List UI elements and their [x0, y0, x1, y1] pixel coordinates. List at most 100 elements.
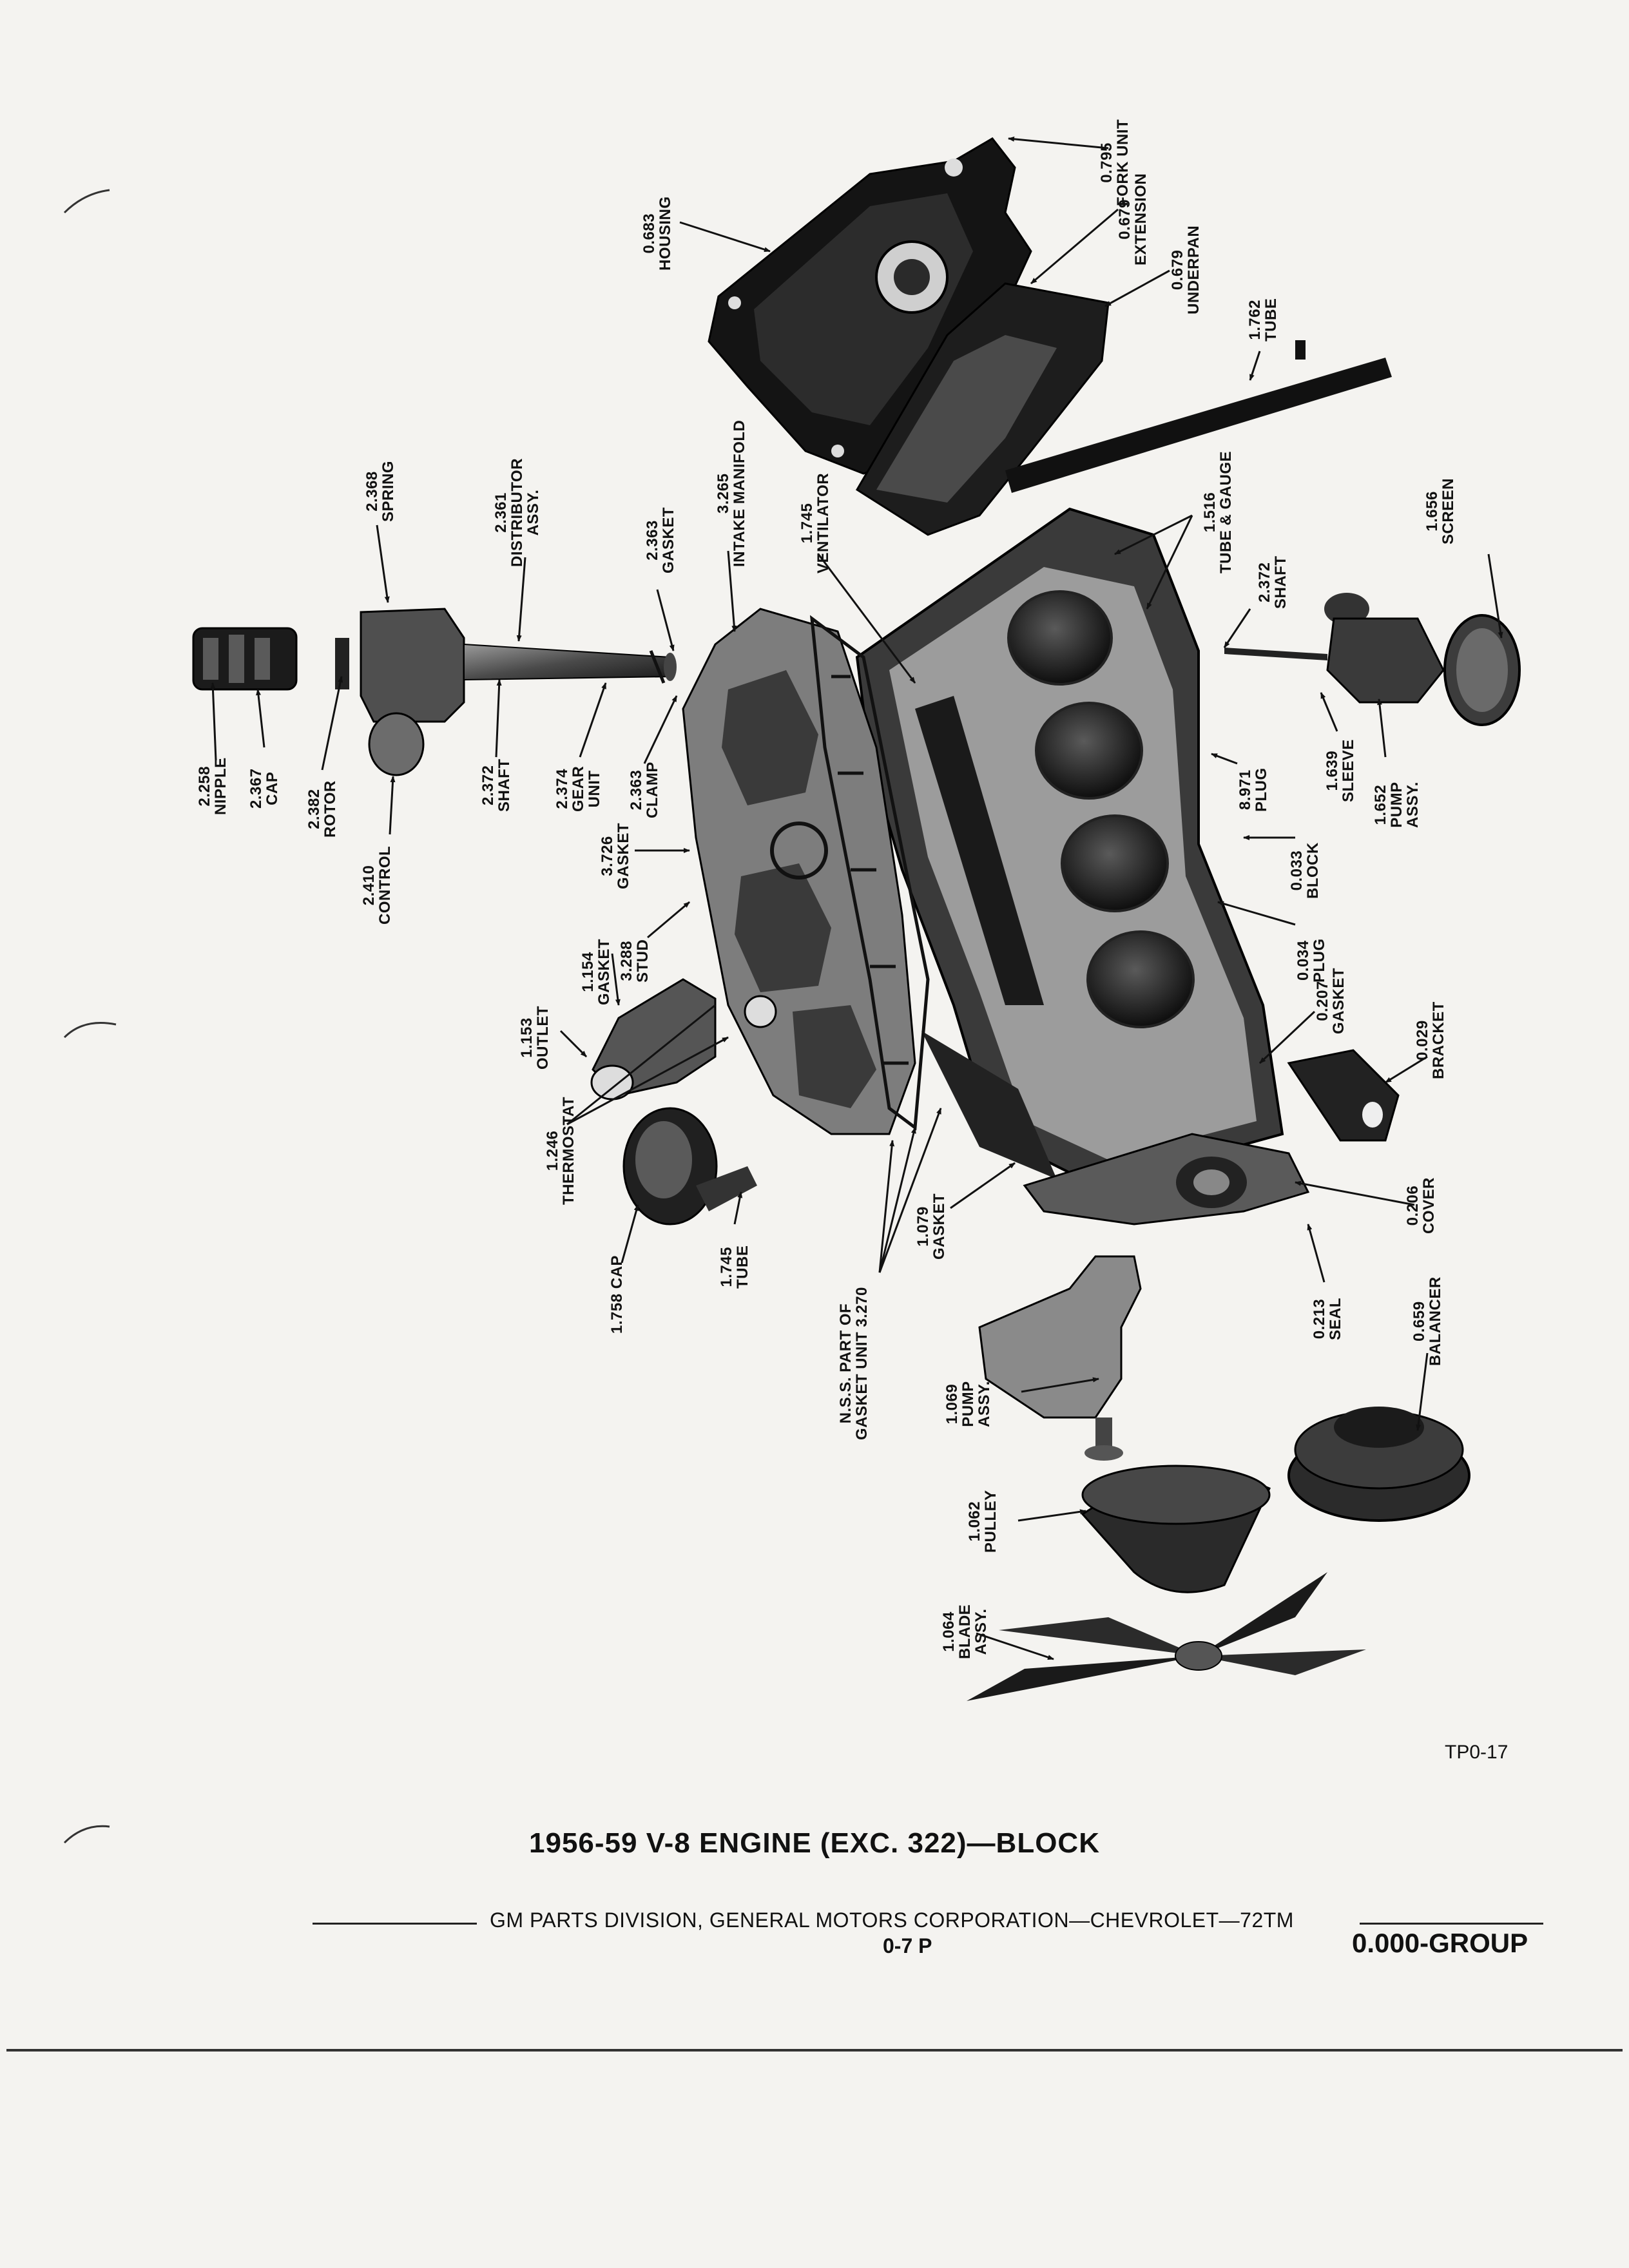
part-number: 2.361	[492, 492, 510, 533]
fan-blade-part	[967, 1572, 1366, 1701]
part-name: INTAKE MANIFOLD	[731, 419, 749, 567]
part-number: 0.033	[1288, 850, 1306, 891]
bell-housing-part	[708, 137, 1032, 475]
part-number: 1.062	[966, 1501, 983, 1542]
bracket-part	[1287, 1049, 1400, 1142]
callout-cap-oil: 1.758 CAP	[608, 1255, 626, 1334]
part-name: BRACKET	[1430, 1001, 1448, 1079]
part-name: NIPPLE	[212, 757, 230, 815]
thermostat-outlet-part	[590, 978, 717, 1100]
part-number: 1.079	[914, 1206, 932, 1247]
part-name: BALANCER	[1427, 1276, 1445, 1366]
part-name: SCREEN	[1440, 477, 1458, 544]
plate-code: TP0-17	[1445, 1742, 1509, 1763]
oil-pump-part	[1224, 593, 1521, 726]
part-name: SHAFT	[1272, 555, 1290, 610]
pulley-part	[1081, 1465, 1271, 1593]
part-name: GEAR	[570, 765, 588, 812]
part-number: 1.639	[1324, 750, 1341, 791]
part-number: 1.762	[1246, 300, 1264, 340]
part-number: 0.034	[1295, 940, 1312, 981]
part-number: 0.679	[1169, 249, 1186, 291]
part-number: 0.207	[1314, 981, 1331, 1021]
scan-mark	[63, 1825, 110, 1844]
page-title: 1956-59 V-8 ENGINE (EXC. 322)—BLOCK	[529, 1827, 1100, 1859]
part-name: TUBE & GAUGE	[1217, 450, 1235, 573]
part-name: SHAFT	[496, 758, 514, 812]
part-number: 1.745	[718, 1247, 735, 1287]
bottom-rule	[6, 2049, 1623, 2052]
part-number: 0.206	[1404, 1185, 1422, 1226]
part-number: 3.265	[715, 473, 732, 514]
part-name: GASKET	[595, 938, 613, 1005]
part-name: UNIT	[586, 770, 604, 808]
part-name: ASSY.	[525, 489, 543, 536]
part-number: 1.745	[798, 503, 816, 544]
part-number: 0.679	[1116, 199, 1133, 240]
part-number: 2.372	[1256, 562, 1273, 603]
part-number: 1.153	[518, 1017, 535, 1058]
part-number: 3.726	[599, 836, 616, 876]
part-number: 2.367	[247, 768, 265, 809]
footer-group-number: 0.000-GROUP	[1352, 1928, 1528, 1958]
part-name: PULLEY	[982, 1490, 1000, 1553]
part-number: 2.363	[628, 769, 645, 811]
part-name: PLUG	[1253, 767, 1271, 812]
engine-block-part	[855, 507, 1284, 1187]
scan-mark	[63, 189, 110, 214]
part-name: DISTRIBUTOR	[508, 457, 526, 567]
distributor-part	[192, 608, 677, 776]
part-name: CAP	[608, 1255, 626, 1289]
part-name: COVER	[1420, 1177, 1438, 1234]
footer-publisher-line: GM PARTS DIVISION, GENERAL MOTORS CORPOR…	[490, 1908, 1294, 1932]
part-number: 2.363	[644, 520, 661, 561]
part-name: STUD	[634, 939, 652, 983]
leader-lines	[210, 136, 1503, 1660]
part-name: HOUSING	[657, 196, 675, 271]
part-number: 0.683	[641, 213, 658, 254]
intake-manifold-part	[682, 608, 916, 1135]
part-name: VENTILATOR	[815, 472, 833, 573]
part-number: 0.213	[1311, 1298, 1328, 1340]
part-number: 1.758	[608, 1293, 626, 1334]
part-number-with-name: 1.758 CAP	[608, 1255, 626, 1334]
part-name: CLAMP	[644, 762, 662, 818]
part-name: GASKET	[660, 506, 678, 573]
part-number: 1.246	[544, 1130, 561, 1171]
part-name: EXTENSION	[1132, 173, 1150, 265]
underpan-part	[855, 282, 1110, 536]
part-name: ASSY.	[976, 1381, 994, 1427]
part-name: SLEEVE	[1340, 739, 1358, 802]
part-name: SPRING	[380, 460, 398, 522]
dipstick-tube-part	[1005, 340, 1392, 493]
part-name: GASKET UNIT 3.270	[853, 1287, 871, 1440]
part-name: UNDERPAN	[1185, 225, 1203, 314]
part-number: 1.516	[1201, 492, 1219, 533]
part-name: BLADE	[956, 1604, 974, 1659]
part-number: 1.652	[1372, 784, 1389, 825]
part-name: N.S.S. PART OF	[837, 1303, 854, 1424]
footer-page-number: 0-7 P	[883, 1934, 932, 1957]
water-pump-part	[978, 1255, 1142, 1461]
